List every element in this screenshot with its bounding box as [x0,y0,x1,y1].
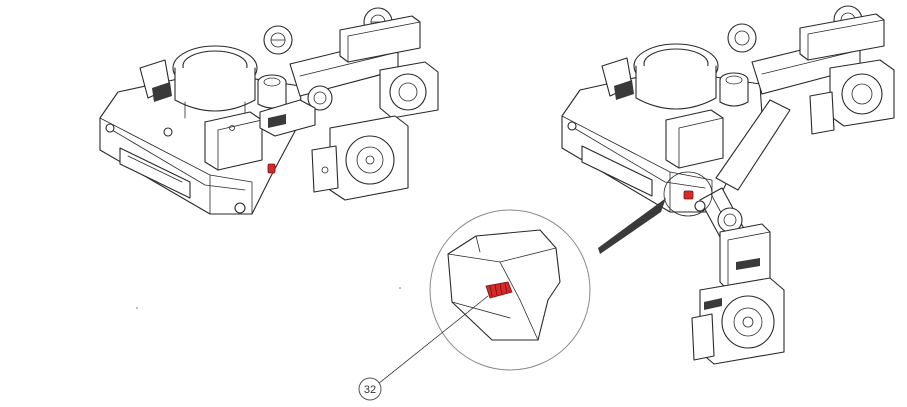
callout-number: 32 [364,384,376,396]
left-assembly [99,7,439,215]
red-screw-detail [485,281,513,299]
callout-badge: 32 [358,377,382,401]
right-assembly [561,5,895,365]
magnifier-callout [377,198,666,385]
